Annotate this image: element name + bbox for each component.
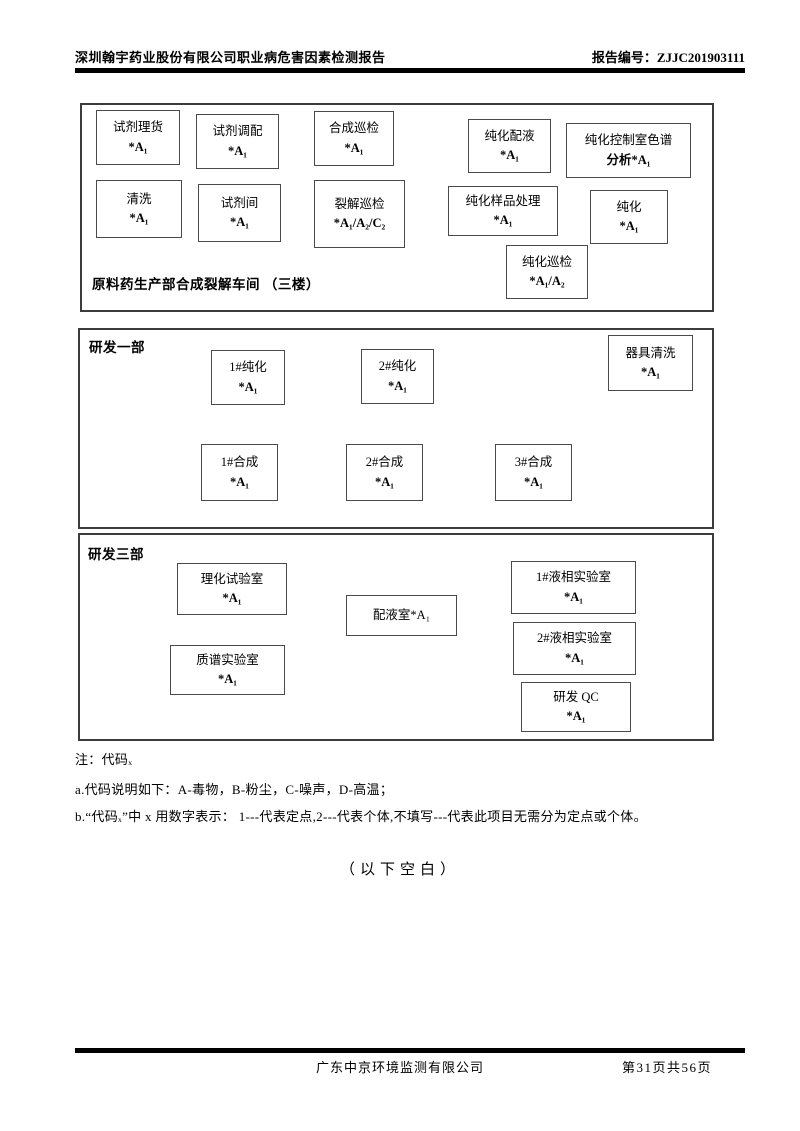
room-box: 1#纯化 *A₁ xyxy=(211,350,285,405)
note-line-b: b.“代码ₓ”中 x 用数字表示： 1---代表定点,2---代表个体,不填写-… xyxy=(75,809,647,824)
room-code: *A₁ xyxy=(523,474,544,489)
room-title: 裂解巡检 xyxy=(334,196,385,211)
section-label: 研发三部 xyxy=(88,547,144,562)
room-box: 纯化配液 *A₁ xyxy=(468,119,551,173)
room-title: 3#合成 xyxy=(514,455,553,470)
header-rule xyxy=(75,68,745,73)
room-code: *A₁ xyxy=(222,591,242,605)
room-code: *A₁ xyxy=(217,672,238,686)
room-title: 2#液相实验室 xyxy=(536,631,612,646)
room-title: 试剂间 xyxy=(220,195,259,210)
room-box: 3#合成 *A₁ xyxy=(495,444,572,501)
room-box: 2#合成 *A₁ xyxy=(346,444,423,501)
room-title: 纯化巡检 xyxy=(521,254,572,269)
room-title: 2#纯化 xyxy=(378,359,417,374)
room-code: *A₁ xyxy=(619,219,639,233)
room-title: 清洗 xyxy=(126,191,152,206)
room-title: 纯化配液 xyxy=(484,128,535,143)
room-code: *A₁ xyxy=(227,143,248,158)
room-code: *A₁ xyxy=(129,211,149,225)
room-code: *A₁ xyxy=(238,379,258,394)
room-box: 试剂间 *A₁ xyxy=(198,184,281,242)
footer-company: 广东中京环境监测有限公司 xyxy=(315,1060,484,1075)
section-label: 研发一部 xyxy=(89,340,145,355)
room-title: 合成巡检 xyxy=(328,121,379,136)
room-code: *A₁ xyxy=(566,709,586,723)
room-title: 1#纯化 xyxy=(229,360,267,375)
room-box: 试剂调配 *A₁ xyxy=(196,114,279,169)
room-box: 质谱实验室 *A₁ xyxy=(170,645,285,695)
room-title: 试剂调配 xyxy=(212,124,263,139)
room-code: *A₁ xyxy=(229,215,250,229)
room-code: *A₁ xyxy=(374,474,395,489)
room-title: 纯化样品处理 xyxy=(465,193,541,208)
room-box: 纯化 *A₁ xyxy=(590,190,668,244)
room-box: 试剂理货 *A₁ xyxy=(96,110,180,165)
room-box: 配液室*A₁ xyxy=(346,595,457,636)
floorplan-section-rd-dept-1: 研发一部 1#纯化 *A₁ 2#纯化 *A₁ 器具清洗 *A₁ 1#合成 *A₁… xyxy=(78,328,714,529)
room-box: 裂解巡检 *A₁/A₂/C₂ xyxy=(314,180,405,248)
room-box: 2#液相实验室 *A₁ xyxy=(513,622,636,675)
room-box: 研发 QC *A₁ xyxy=(521,682,631,732)
room-title: 器具清洗 xyxy=(625,345,676,360)
footer-page-number: 第31页共56页 xyxy=(621,1060,712,1075)
room-code: *A₁ xyxy=(128,139,148,154)
footer-rule xyxy=(75,1048,745,1053)
room-box: 理化试验室 *A₁ xyxy=(177,563,287,615)
report-title: 深圳翰宇药业股份有限公司职业病危害因素检测报告 xyxy=(75,50,386,65)
room-title: 纯化 xyxy=(616,199,642,214)
room-code: *A₁ xyxy=(493,213,513,227)
room-code: *A₁ xyxy=(564,650,585,665)
room-box: 合成巡检 *A₁ xyxy=(314,111,394,166)
floorplan-section-synthesis-workshop: 试剂理货 *A₁ 试剂调配 *A₁ 合成巡检 *A₁ 纯化配液 *A₁ 纯化控制… xyxy=(80,103,714,312)
room-title: 配液室*A₁ xyxy=(372,607,431,622)
room-title: 1#液相实验室 xyxy=(535,570,611,585)
room-code: *A₁ xyxy=(344,140,364,155)
floorplan-section-rd-dept-3: 研发三部 理化试验室 *A₁ 配液室*A₁ 1#液相实验室 *A₁ 2#液相实验… xyxy=(78,533,714,741)
note-intro: 注：代码ₓ xyxy=(75,752,133,767)
room-code: *A₁ xyxy=(640,365,661,379)
room-code: *A₁/A₂ xyxy=(529,274,565,288)
note-line-a: a.代码说明如下：A-毒物，B-粉尘，C-噪声，D-高温； xyxy=(75,782,394,797)
blank-below-note: （以下空白） xyxy=(339,862,460,878)
room-code: *A₁ xyxy=(563,589,584,604)
room-box: 器具清洗 *A₁ xyxy=(608,335,693,391)
room-box: 清洗 *A₁ xyxy=(96,180,182,238)
room-box: 2#纯化 *A₁ xyxy=(361,349,434,404)
room-box: 1#合成 *A₁ xyxy=(201,444,278,501)
room-title: 理化试验室 xyxy=(200,571,264,586)
room-code: *A₁/A₂/C₂ xyxy=(333,216,386,230)
room-title: 1#合成 xyxy=(220,455,259,470)
room-box: 1#液相实验室 *A₁ xyxy=(511,561,636,614)
room-title: 2#合成 xyxy=(365,455,404,470)
room-code: *A₁ xyxy=(499,148,520,162)
section-label: 原料药生产部合成裂解车间 （三楼） xyxy=(92,277,320,292)
room-box: 纯化样品处理 *A₁ xyxy=(448,186,558,236)
room-box: 纯化控制室色谱 分析*A₁ xyxy=(566,123,691,178)
room-title: 纯化控制室色谱 xyxy=(584,133,673,148)
room-title: 试剂理货 xyxy=(112,120,163,135)
room-code: *A₁ xyxy=(387,378,408,393)
room-title: 研发 QC xyxy=(553,689,599,704)
room-box: 纯化巡检 *A₁/A₂ xyxy=(506,245,588,299)
report-number: 报告编号：ZJJC201903111 xyxy=(591,50,745,65)
room-code: *A₁ xyxy=(229,474,250,489)
room-title: 质谱实验室 xyxy=(196,652,259,667)
room-code: 分析*A₁ xyxy=(606,152,651,167)
